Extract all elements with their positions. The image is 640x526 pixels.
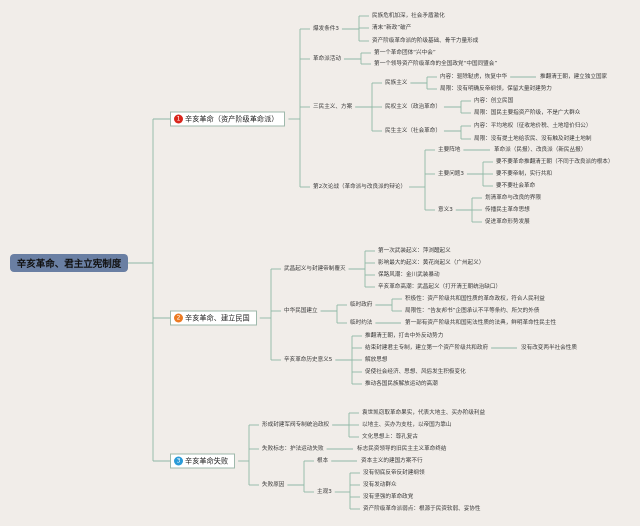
topic-node[interactable]: 文化思想上：尊孔复古 [362,434,418,440]
topic-node[interactable]: 第一次武装起义：萍浏醴起义 [378,248,451,254]
topic-node[interactable]: 传播民主革命思想 [485,207,530,213]
topic-node[interactable]: 失败标志：护法运动失败 [262,446,324,452]
topic-node[interactable]: 民族主义 [385,80,408,86]
topic-node[interactable]: 没有发动群众 [363,482,397,488]
topic-node[interactable]: 局限性：“告友邦书”企图承认不平等条约、所欠的外债 [405,308,540,314]
topic-node[interactable]: 推动各国民族解放运动的高潮 [365,381,438,387]
topic-node[interactable]: 促进革命形势发展 [485,219,530,225]
topic-node[interactable]: 解放思想 [365,357,388,363]
topic-node[interactable]: 局限：没有明确反帝纲领，保留大量封建势力 [440,86,552,92]
topic-node[interactable]: 失败原因 [262,482,285,488]
topic-node[interactable]: 民权主义（政治革命） [385,104,441,110]
topic-node[interactable]: 内容：平均地权（征收地价税、土地增价归公） [474,123,592,129]
topic-node[interactable]: 第2次论战（革命派与改良派的辩论） [313,184,407,190]
topic-node[interactable]: 第一个革命团体“兴中会” [374,50,436,56]
topic-node[interactable]: 革命派活动 [313,56,341,62]
topic-node[interactable]: 意义3 [438,207,453,213]
branch-label: 辛亥革命（资产阶级革命派） [185,114,279,123]
topic-node[interactable]: 要不要帝制，实行共和 [496,171,552,177]
topic-node[interactable]: 中华民国建立 [284,308,318,314]
topic-node[interactable]: 标志民资领导的旧民主主义革命终结 [357,446,447,452]
topic-node[interactable]: 推翻清王朝，建立独立国家 [540,74,608,80]
topic-node[interactable]: 内容：驱除鞑虏，恢复中华 [440,74,508,80]
topic-node[interactable]: 局限：没有提土地给农民、没有触及封建土地制 [474,136,592,142]
topic-node[interactable]: 形成封建军阀专制统治政权 [262,422,330,428]
topic-node[interactable]: 结束封建君主专制，建立第一个资产阶级共和政府 [365,345,489,351]
topic-node[interactable]: 主要阵地 [438,147,461,153]
number-badge-icon: 3 [174,456,183,466]
topic-node[interactable]: 要不要革命推翻清王朝（不同于改良派的根本） [496,159,614,165]
topic-node[interactable]: 武昌起义与封建帝制覆灭 [284,266,346,272]
topic-node[interactable]: 爆发条件3 [313,26,339,32]
topic-node[interactable]: 革命派（民报）、改良派（新民丛报） [494,147,587,153]
topic-node[interactable]: 第一个领导资产阶级革命的全国政党“中国同盟会” [374,61,498,67]
root-topic[interactable]: 辛亥革命、君主立宪制度 [10,254,128,272]
number-badge-icon: 2 [174,313,183,323]
topic-node[interactable]: 临时约法 [350,320,373,326]
topic-node[interactable]: 临时政府 [350,302,373,308]
number-badge-icon: 1 [174,114,183,124]
topic-node[interactable]: 划清革命与改良的界限 [485,195,541,201]
topic-node[interactable]: 推翻清王朝，打击中外反动势力 [365,333,444,339]
branch-label: 辛亥革命、建立民国 [185,313,250,322]
topic-node[interactable]: 民生主义（社会革命） [385,128,441,134]
topic-node[interactable]: 影响最大的起义：黄花岗起义（广州起义） [378,260,485,266]
topic-node[interactable]: 没有改变两半社会性质 [521,345,577,351]
topic-node[interactable]: 要不要社会革命 [496,183,536,189]
topic-node[interactable]: 没有彻底反帝反封建纲领 [363,470,425,476]
topic-node[interactable]: 辛亥革命历史意义5 [284,357,333,363]
topic-node[interactable]: 袁世凯窃取革命果实，代表大地主、买办阶级利益 [362,410,486,416]
branch-label: 辛亥革命失败 [185,456,229,465]
topic-node[interactable]: 内容：创立民国 [474,98,514,104]
topic-node[interactable]: 主观3 [317,489,332,495]
topic-node[interactable]: 促使社会经济、思想、风俗发生积极变化 [365,369,466,375]
topic-node[interactable]: 根本 [317,458,329,464]
topic-node[interactable]: 主要问题3 [438,171,464,177]
topic-node[interactable]: 资本主义的建国方案不行 [361,458,423,464]
topic-node[interactable]: 保路风潮：金川武装暴动 [378,272,440,278]
topic-node[interactable]: 清末“新政”破产 [372,25,412,31]
topic-node[interactable]: 资产阶级革命派弱点：根源于民资软弱、妥协性 [363,506,481,512]
topic-node[interactable]: 资产阶级革命派的阶级基础、骨干力量形成 [372,38,479,44]
topic-node[interactable]: 没有坚强的革命政党 [363,494,414,500]
topic-node[interactable]: 积极性：资产阶级共和国性质的革命政权，符合人民利益 [405,296,545,302]
topic-node[interactable]: 第一部有资产阶级共和国宪法性质的法典，鲜明革命性民主性 [405,320,557,326]
topic-node[interactable]: 三民主义、方案 [313,104,353,110]
topic-node[interactable]: 辛亥革命高潮：武昌起义（打开清王朝统治缺口） [378,284,502,290]
topic-node[interactable]: 以地主、买办为支柱，以帝国为靠山 [362,422,452,428]
topic-node[interactable]: 局限：国民主要指资产阶级，不是广大群众 [474,110,581,116]
topic-node[interactable]: 民族危机加深，社会矛盾激化 [372,13,445,19]
